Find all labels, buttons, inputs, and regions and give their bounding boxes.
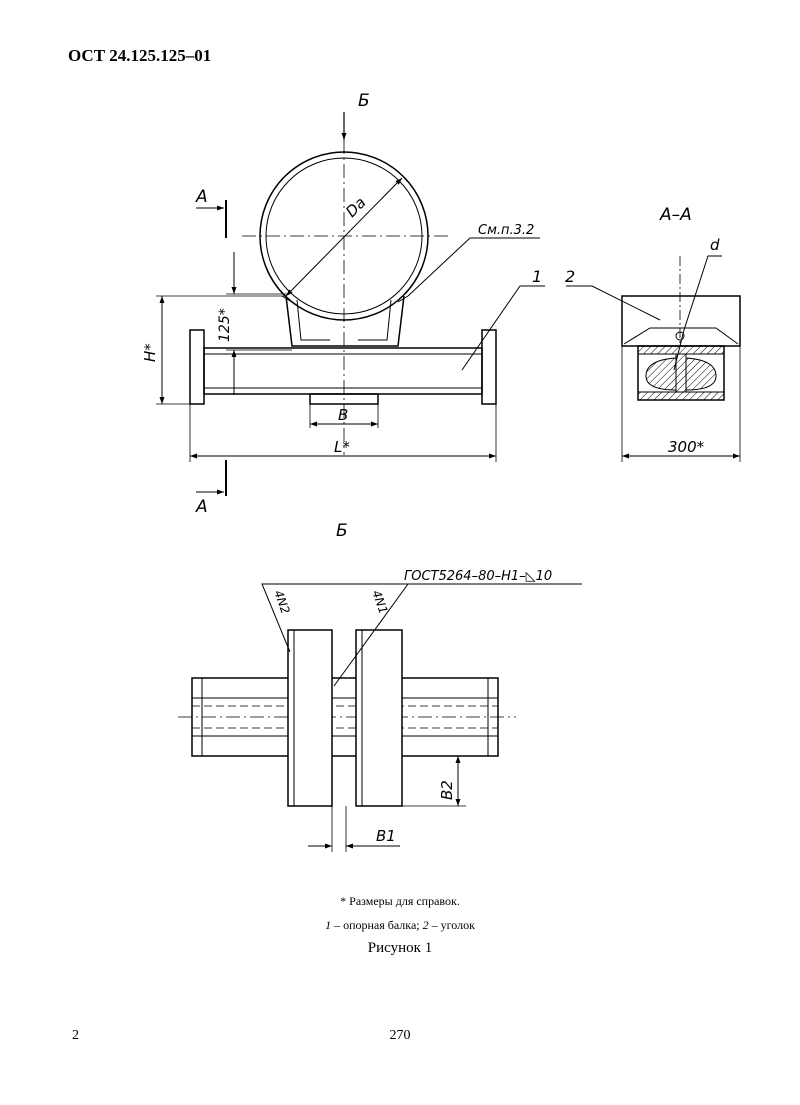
page-number-center: 270 [389, 1028, 411, 1043]
doc-code-header: ОСТ 24.125.125–01 [68, 46, 212, 65]
angle-plate-left [287, 629, 333, 807]
label-a-left-top: А [195, 187, 208, 207]
label-a-left-bottom: А [195, 497, 208, 517]
label-dim-300: 300* [668, 438, 705, 456]
da-dimension-line [285, 177, 403, 297]
label-item-1: 1 [532, 267, 542, 286]
label-item-2: 2 [565, 267, 575, 286]
bottom-pad [309, 393, 379, 405]
main-view [156, 112, 661, 496]
label-dim-125: 125* [217, 308, 233, 342]
view-b [178, 583, 582, 852]
figure-title: Рисунок 1 [367, 940, 433, 956]
label-da: Da [342, 193, 369, 220]
label-dim-h: H* [141, 343, 159, 362]
figure-legend: 1 – опорная балка; 2 – уголок [0, 918, 800, 933]
end-plate-left [189, 329, 205, 405]
label-b-top: Б [358, 91, 370, 111]
support-bracket [285, 295, 405, 347]
label-weld-4n2: 4N2 [271, 588, 292, 616]
page-number-left: 2 [72, 1028, 79, 1043]
section-aa [621, 255, 741, 462]
label-see-ref: См.п.3.2 [478, 223, 534, 238]
support-beam [203, 347, 483, 395]
label-dim-b1: B1 [376, 827, 396, 845]
legend-1-number: 1 [325, 918, 332, 932]
angle-plate-right [355, 629, 403, 807]
reference-note: * Размеры для справок. [340, 894, 460, 908]
label-weld: ГОСТ5264–80–Н1–◺10 [404, 569, 552, 584]
legend-2-text: – уголок [428, 918, 475, 932]
label-dim-b2: B2 [438, 780, 456, 800]
label-section-aa: А–А [659, 205, 692, 225]
end-plate-right [481, 329, 497, 405]
legend-2-number: 2 [422, 918, 429, 932]
label-d: d [710, 236, 720, 254]
label-view-b: Б [336, 521, 348, 541]
label-dim-l: L* [334, 438, 350, 456]
angle-profile [621, 295, 741, 347]
label-dim-b: B [338, 406, 348, 424]
label-weld-4n1: 4N1 [369, 588, 390, 616]
legend-1-text: – опорная балка; [331, 918, 423, 932]
